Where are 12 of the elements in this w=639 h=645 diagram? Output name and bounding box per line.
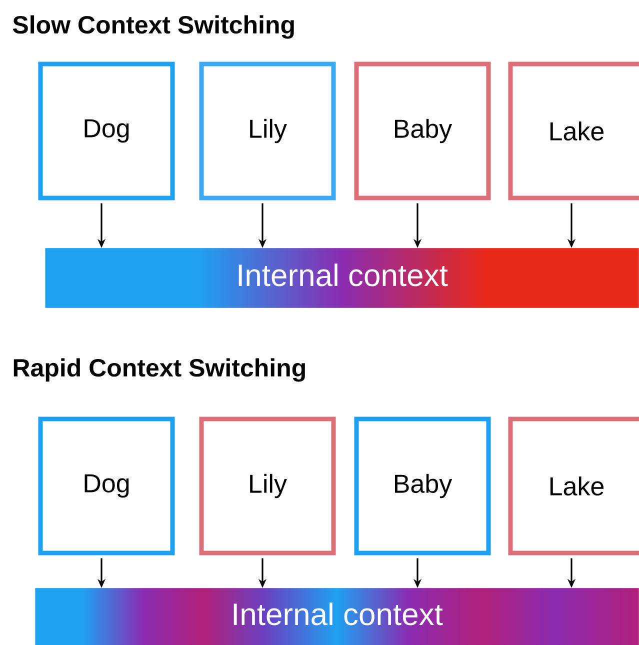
word-box: Dog (38, 416, 175, 556)
context-bar: Internal context (44, 248, 639, 308)
heading: Slow Context Switching (12, 15, 294, 39)
heading: Rapid Context Switching (14, 358, 305, 382)
context-bar: Internal context (34, 588, 639, 645)
word-box: Lily (199, 62, 336, 200)
word-box: Baby (354, 416, 491, 556)
word-box: Lake (508, 416, 639, 556)
word-box: Dog (38, 62, 175, 200)
word-box: Lily (199, 416, 336, 556)
word-box: Baby (354, 62, 491, 200)
word-box: Lake (508, 62, 639, 200)
